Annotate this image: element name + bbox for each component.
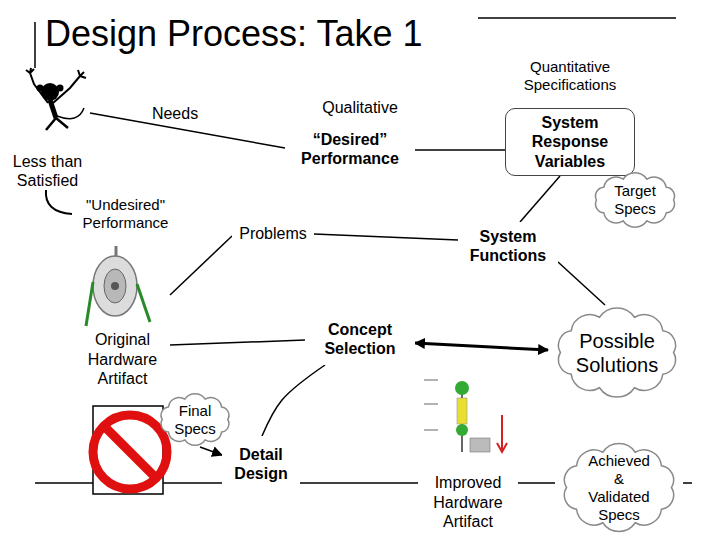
cloud-callout: Target Specs — [588, 172, 682, 228]
text-node: Problems — [232, 222, 314, 246]
artifact-node: Original Hardware Artifact — [75, 245, 170, 390]
connector-line — [170, 236, 232, 295]
connector-line — [518, 482, 555, 484]
node-text: System Response Variables — [515, 113, 625, 171]
artifact-node: Improved Hardware Artifact — [418, 375, 518, 533]
free-label: Qualitative — [310, 98, 410, 117]
monkey-arm — [26, 68, 48, 103]
node-text: Detail Design — [224, 445, 298, 483]
edge-label: Needs — [140, 104, 210, 123]
connector-line — [415, 343, 548, 350]
node-text: Less than Satisfied — [5, 152, 90, 190]
monkey-leg — [46, 118, 68, 130]
improved-illustration — [424, 380, 507, 452]
connector-line — [520, 176, 560, 222]
connector-line — [300, 482, 418, 484]
monkey-figure — [26, 68, 86, 130]
artifact-weight — [470, 438, 490, 452]
pulley-wheel — [93, 256, 137, 316]
node-text: Achieved & Validated Specs — [582, 452, 657, 524]
artifact-bar — [457, 398, 467, 424]
artifact-pulley — [455, 381, 469, 395]
free-label: "Undesired" Performance — [68, 196, 183, 232]
artifact-pulley — [456, 424, 468, 436]
connector-line — [415, 149, 505, 151]
process-box: Concept Selection — [305, 313, 415, 365]
cloud-shape — [161, 394, 229, 446]
prohibition-sign — [93, 406, 167, 494]
artifact-force — [497, 415, 507, 452]
pulley-wheel — [104, 269, 126, 303]
goal-box: “Desired” Performance — [285, 125, 415, 173]
pulley-axle — [111, 282, 119, 290]
connector-line — [314, 234, 458, 240]
title-frame — [34, 22, 36, 68]
node-text: Original Hardware Artifact — [75, 330, 170, 388]
monkey-arm — [53, 70, 86, 103]
prohibition-ring — [93, 415, 167, 489]
connector-line — [200, 447, 222, 455]
curved-pointer — [46, 190, 72, 214]
cloud-callout: Possible Solutions — [548, 305, 686, 400]
cloud-shape — [564, 444, 673, 532]
monkey-tail — [57, 108, 84, 119]
cloud-outline — [548, 305, 686, 400]
process-box: Detail Design — [222, 436, 300, 492]
cloud-callout: Achieved & Validated Specs — [555, 440, 683, 535]
node-text: Possible Solutions — [567, 329, 667, 377]
node-text: Target Specs — [605, 182, 665, 218]
prohibition-slash — [104, 426, 156, 478]
diagram-title: Design Process: Take 1 — [45, 12, 423, 55]
node-text: Concept Selection — [305, 320, 415, 358]
node-text: “Desired” Performance — [290, 130, 410, 168]
node-text: Improved Hardware Artifact — [418, 473, 518, 531]
node-text: Final Specs — [168, 402, 223, 438]
connector-line — [262, 365, 325, 436]
process-box: System Functions — [458, 222, 558, 270]
connector-line — [170, 340, 305, 345]
node-text: Problems — [232, 224, 314, 243]
artifact-ticks — [424, 380, 438, 430]
connector-line — [558, 262, 605, 305]
title-frame — [478, 17, 676, 19]
process-box: System Response Variables — [505, 108, 635, 176]
pulley-rope — [86, 282, 93, 326]
free-label: Quantitative Specifications — [500, 58, 640, 94]
baseline-rule — [683, 482, 692, 484]
node-text: System Functions — [460, 227, 556, 265]
monkey-ear — [57, 85, 64, 92]
cloud-shape — [558, 308, 675, 397]
pulley-illustration — [86, 246, 150, 326]
actor-node: Less than Satisfied — [5, 70, 90, 192]
cloud-shape — [596, 173, 675, 227]
pulley-rope — [137, 284, 150, 322]
